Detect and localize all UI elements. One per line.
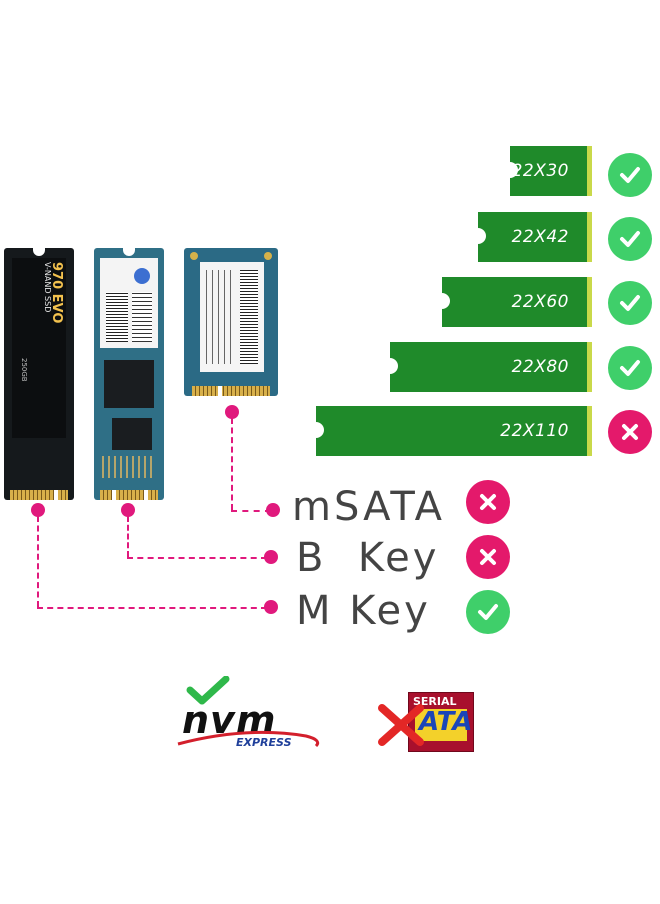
ssd-m-key: V-NAND SSD 970 EVO 250GB: [4, 248, 74, 500]
check-icon: [608, 281, 652, 325]
ssd-key-gap: [218, 386, 222, 396]
ssd-notch: [123, 248, 135, 256]
sata-main-text: ATA: [419, 707, 473, 737]
check-icon: [466, 590, 510, 634]
ssd-notch: [190, 252, 198, 260]
connector-line-b: [127, 557, 267, 559]
size-label: 22X60: [511, 292, 569, 312]
bar-notch: [316, 422, 324, 438]
connector-line-m: [37, 607, 267, 609]
cross-icon: [466, 480, 510, 524]
sata-logo: SERIAL ATA: [376, 690, 476, 756]
cross-icon: [378, 704, 424, 746]
sticker-barcode: [106, 292, 128, 342]
ssd-notch: [33, 248, 45, 256]
ssd-connector: [10, 490, 68, 500]
connector-dot-msata: [225, 405, 239, 419]
ssd-sticker: [200, 262, 264, 372]
connector-dot-b: [121, 503, 135, 517]
check-icon: [186, 676, 230, 705]
connector-line-m: [37, 516, 39, 607]
check-icon: [608, 346, 652, 390]
bar-notch: [478, 228, 486, 244]
connector-line-msata: [231, 418, 233, 510]
bar-notch: [390, 358, 398, 374]
ssd-label-area: [12, 258, 66, 438]
ssd-model-text: 970 EVO: [49, 262, 64, 462]
ssd-sticker: [100, 258, 158, 348]
size-bar-22x80: 22X80: [390, 342, 592, 392]
size-bar-22x60: 22X60: [442, 277, 592, 327]
size-label: 22X110: [500, 421, 569, 441]
connector-dot-m-end: [264, 600, 278, 614]
sticker-barcode: [240, 270, 258, 364]
ssd-components: [102, 456, 156, 478]
sticker-barcode: [132, 292, 152, 342]
connector-dot-msata-end: [266, 503, 280, 517]
ssd-capacity: 250GB: [20, 358, 28, 382]
ssd-model: 970 EVO: [49, 262, 64, 324]
connector-line-msata: [231, 510, 271, 512]
ssd-key-gap: [144, 490, 148, 500]
ssd-msata: [184, 248, 278, 396]
ssd-b-key: [94, 248, 164, 500]
sticker-text: [206, 270, 234, 364]
nvme-logo: nvm EXPRESS: [176, 676, 326, 756]
ssd-key-gap: [54, 490, 58, 500]
cross-icon: [466, 535, 510, 579]
key-label-msata: mSATA: [292, 484, 446, 530]
ssd-connector: [192, 386, 270, 396]
check-icon: [608, 217, 652, 261]
sticker-logo: [134, 268, 150, 284]
size-bar-22x30: 22X30: [510, 146, 592, 196]
key-label-b: B Key: [296, 535, 440, 581]
ssd-chip: [112, 418, 152, 450]
size-bar-22x42: 22X42: [478, 212, 592, 262]
cross-icon: [608, 410, 652, 454]
connector-dot-b-end: [264, 550, 278, 564]
nvm-swoosh: [177, 730, 320, 748]
nvm-subtext: EXPRESS: [236, 736, 292, 749]
ssd-capacity-text: 250GB: [20, 358, 28, 438]
ssd-key-gap: [112, 490, 116, 500]
sata-top-text: SERIAL: [413, 695, 457, 708]
bar-notch: [442, 293, 450, 309]
size-bar-22x110: 22X110: [316, 406, 592, 456]
ssd-chip: [104, 360, 154, 408]
ssd-notch: [264, 252, 272, 260]
size-label: 22X80: [511, 357, 569, 377]
connector-line-b: [127, 516, 129, 557]
size-label: 22X42: [511, 227, 569, 247]
ssd-connector: [100, 490, 158, 500]
size-label: 22X30: [511, 161, 569, 181]
key-label-m: M Key: [296, 588, 431, 634]
bar-notch: [510, 162, 518, 178]
connector-dot-m: [31, 503, 45, 517]
sata-inner: [415, 709, 467, 741]
check-icon: [608, 153, 652, 197]
